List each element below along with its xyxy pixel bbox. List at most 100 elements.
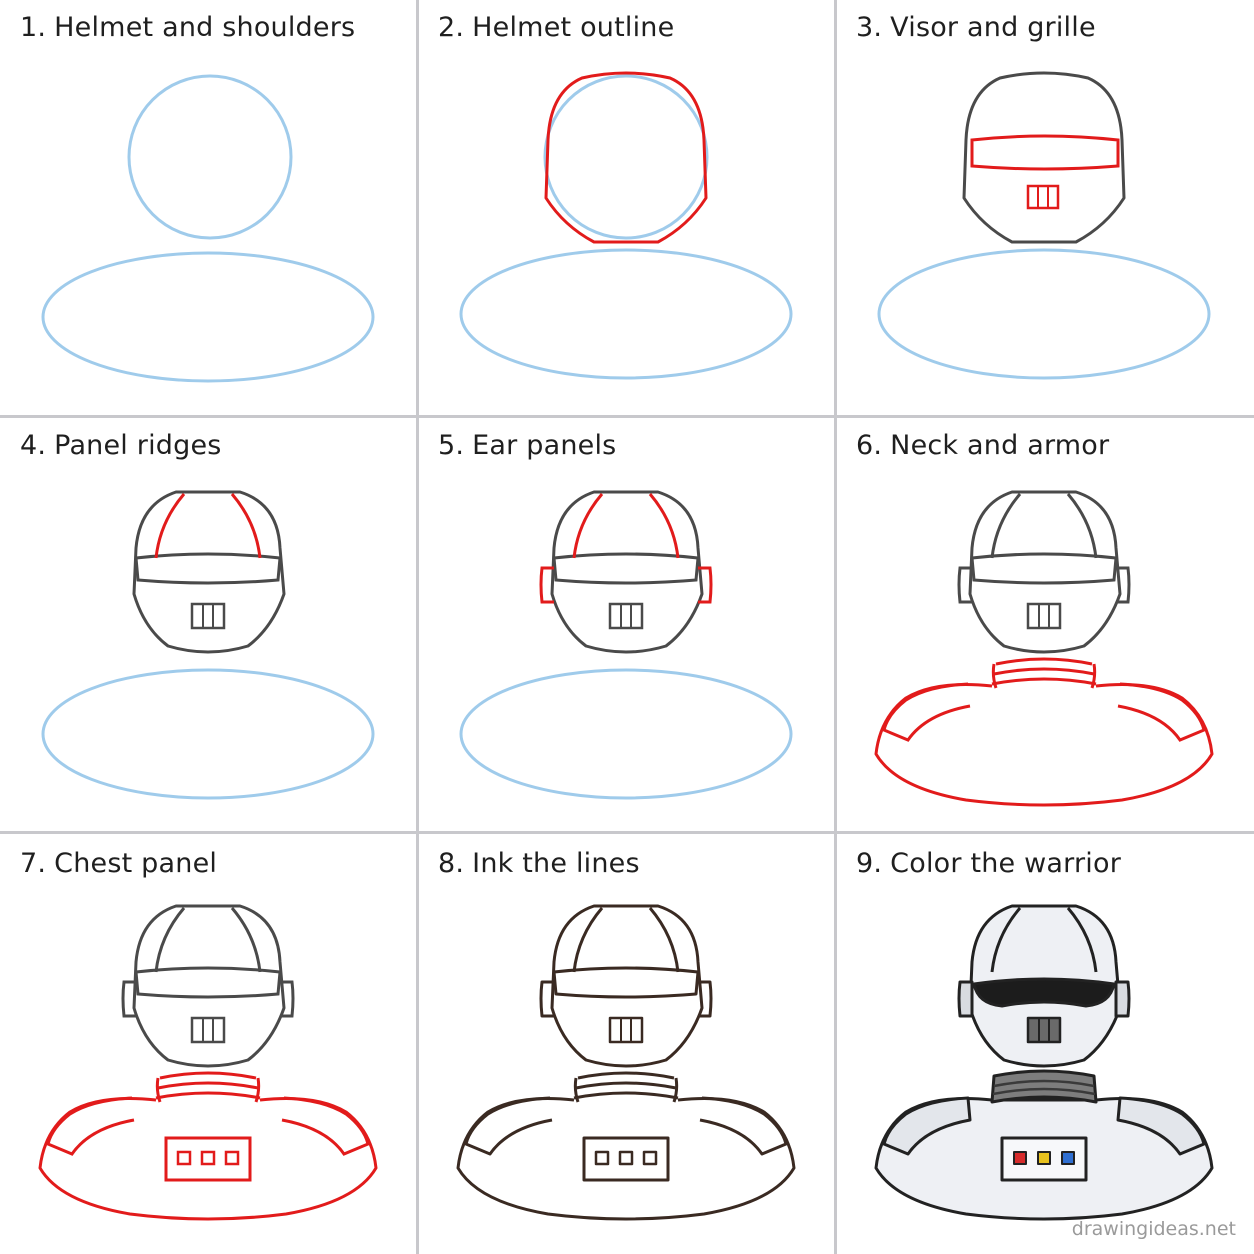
grille xyxy=(190,602,226,630)
neck-collar xyxy=(990,1069,1098,1104)
step-number: 6. xyxy=(856,430,883,461)
shoulder-pad-right xyxy=(1117,682,1206,742)
step-6-drawing xyxy=(874,490,1214,807)
step-5-drawing xyxy=(459,490,793,800)
step-number: 7. xyxy=(20,848,47,879)
ridge-right xyxy=(648,493,680,559)
ridge-right xyxy=(1066,907,1098,973)
step-panel-6: 6.Neck and armor xyxy=(836,418,1254,836)
ear-panel-left xyxy=(539,980,554,1018)
step-title: 6.Neck and armor xyxy=(856,428,1109,464)
step-title: 4.Panel ridges xyxy=(20,428,222,464)
chest-button xyxy=(618,1150,634,1166)
shoulder-pad-left xyxy=(882,1096,972,1156)
grid-divider-horizontal xyxy=(0,831,1254,834)
shoulder-pad-left xyxy=(46,1096,135,1156)
helmet-outline xyxy=(544,71,708,244)
step-title: 3.Visor and grille xyxy=(856,10,1096,46)
visor-band xyxy=(970,552,1118,585)
shoulder-guide-ellipse xyxy=(41,251,375,383)
step-7-drawing xyxy=(38,904,378,1221)
ear-panel-left xyxy=(957,980,974,1018)
grid-divider-horizontal xyxy=(0,415,1254,418)
step-3-drawing xyxy=(877,71,1211,380)
step-title: 9.Color the warrior xyxy=(856,846,1121,882)
ear-panel-right xyxy=(698,980,713,1018)
ear-panel-right xyxy=(698,566,713,604)
chest-button xyxy=(642,1150,658,1166)
visor xyxy=(972,977,1116,1008)
shoulder-pad-right xyxy=(1116,1096,1206,1156)
step-panel-7: 7.Chest panel xyxy=(0,836,418,1254)
step-panel-3: 3.Visor and grille xyxy=(836,0,1254,418)
grille xyxy=(1026,1016,1062,1044)
helmet-outline xyxy=(550,904,704,1068)
neck-rings xyxy=(155,1071,261,1103)
ear-panel-right xyxy=(1116,566,1131,604)
chest-button xyxy=(224,1150,240,1166)
ridge-left xyxy=(154,907,186,973)
ridge-right xyxy=(648,907,680,973)
step-label: Panel ridges xyxy=(54,430,222,461)
ridge-left xyxy=(990,493,1022,559)
grille xyxy=(1026,184,1060,210)
helmet-outline xyxy=(132,904,286,1068)
helmet-outline xyxy=(132,490,286,654)
shoulder-guide-ellipse xyxy=(459,668,793,800)
step-4-drawing xyxy=(41,490,375,800)
step-number: 5. xyxy=(438,430,465,461)
step-title: 8.Ink the lines xyxy=(438,846,640,882)
ridge-left xyxy=(990,907,1022,973)
step-title: 5.Ear panels xyxy=(438,428,616,464)
step-number: 3. xyxy=(856,12,883,43)
chest-panel xyxy=(164,1136,252,1182)
watermark: drawingideas.net xyxy=(1071,1218,1236,1240)
grille xyxy=(608,602,644,630)
shoulder-pad-right xyxy=(699,1096,788,1156)
grille xyxy=(608,1016,644,1044)
ear-panel-right xyxy=(1114,980,1131,1018)
neck-rings xyxy=(991,657,1097,689)
step-number: 2. xyxy=(438,12,465,43)
step-title: 2.Helmet outline xyxy=(438,10,674,46)
neck-rings xyxy=(573,1071,679,1103)
step-panel-4: 4.Panel ridges xyxy=(0,418,418,836)
helmet-outline xyxy=(968,490,1122,654)
step-9-drawing xyxy=(874,904,1214,1221)
step-number: 8. xyxy=(438,848,465,879)
neck-rings xyxy=(992,1079,1096,1096)
step-label: Helmet and shoulders xyxy=(54,12,356,43)
grid-divider-vertical xyxy=(834,0,837,1254)
ridge-left xyxy=(572,493,604,559)
step-label: Chest panel xyxy=(54,848,218,879)
ear-panel-left xyxy=(539,566,554,604)
step-panel-8: 8.Ink the lines xyxy=(418,836,836,1254)
ridge-right xyxy=(230,493,262,559)
step-1-drawing xyxy=(41,74,375,383)
shoulder-guide-ellipse xyxy=(459,248,793,380)
chest-button-red xyxy=(1013,1151,1027,1165)
visor-band xyxy=(134,552,282,585)
ridge-right xyxy=(1066,493,1098,559)
shoulder-pad-left xyxy=(882,682,971,742)
visor-band xyxy=(970,134,1120,171)
shoulder-pad-left xyxy=(464,1096,553,1156)
step-panel-1: 1.Helmet and shoulders xyxy=(0,0,418,418)
ear-panel-left xyxy=(121,980,136,1018)
step-number: 4. xyxy=(20,430,47,461)
step-label: Visor and grille xyxy=(890,12,1096,43)
step-panel-5: 5.Ear panels xyxy=(418,418,836,836)
step-8-drawing xyxy=(456,904,796,1221)
head-guide-circle xyxy=(543,74,709,240)
shoulder-guide-ellipse xyxy=(877,248,1211,380)
helmet-outline xyxy=(962,71,1126,244)
step-label: Ear panels xyxy=(472,430,617,461)
armor-body xyxy=(456,1097,796,1221)
visor-band xyxy=(134,966,282,999)
grille xyxy=(1026,602,1062,630)
armor-body xyxy=(874,683,1214,807)
step-title: 7.Chest panel xyxy=(20,846,217,882)
chest-panel xyxy=(582,1136,670,1182)
head-guide-circle xyxy=(127,74,293,240)
